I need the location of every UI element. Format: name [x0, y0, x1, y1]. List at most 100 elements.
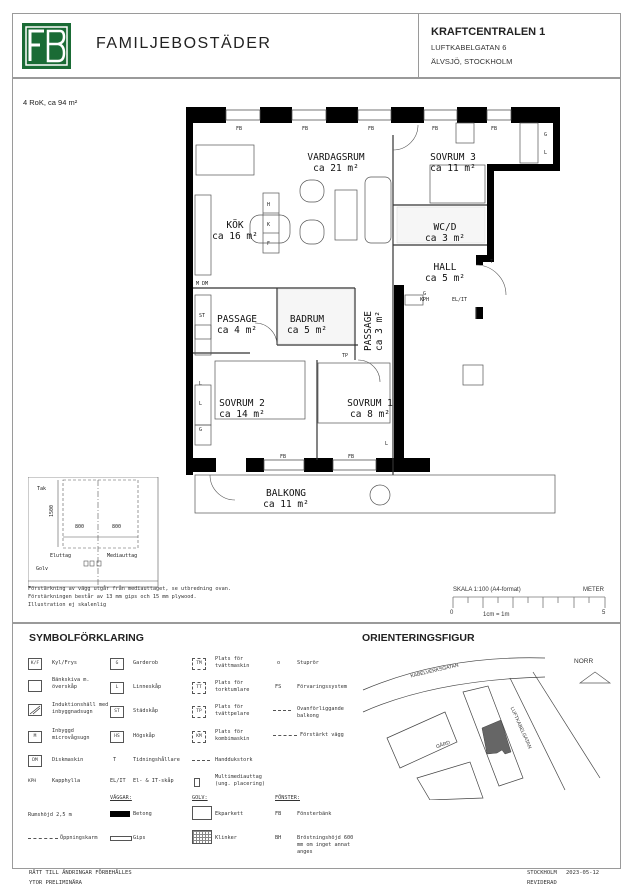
- legend-tvattpelare: Plats för tvättpelare: [215, 704, 250, 717]
- apartment-summary: 4 RoK, ca 94 m²: [23, 98, 78, 107]
- svg-text:EL/IT: EL/IT: [452, 297, 467, 303]
- legend-kombimaskin: Plats för kombimaskin: [215, 729, 250, 742]
- svg-text:TP: TP: [342, 353, 348, 359]
- legend-tvattmaskin: Plats för tvättmaskin: [215, 656, 250, 669]
- garderob-symbol: G: [110, 658, 124, 670]
- legend-tidningshallare: Tidningshållare: [133, 757, 180, 763]
- floorplan: FB FB FB FB FB FB FB G L H K F M DM ST L…: [186, 107, 560, 514]
- svg-text:L: L: [199, 381, 202, 387]
- wall-note-2: Förstärkningen består av 13 mm gips och …: [28, 594, 197, 600]
- address: LUFTKABELGATAN 6: [431, 43, 507, 52]
- orientation-map: [362, 657, 612, 800]
- legend-title: SYMBOLFÖRKLARING: [29, 632, 144, 644]
- svg-text:T: T: [490, 259, 493, 265]
- footer-date: 2023-05-12: [566, 870, 600, 876]
- floor-title: GOLV:: [192, 795, 208, 801]
- wall-width-right: 800: [112, 524, 122, 530]
- walls-title: VÄGGAR:: [110, 795, 132, 801]
- room-height: Rumshöjd 2,5 m: [28, 812, 72, 818]
- wall-height-label: 1500: [49, 504, 56, 518]
- eluttag-label: Eluttag: [50, 553, 72, 559]
- svg-text:F: F: [267, 241, 270, 247]
- svg-text:G: G: [423, 291, 426, 297]
- wall-golv-label: Golv: [36, 566, 49, 572]
- forstarkt-vagg-symbol: [273, 735, 297, 736]
- legend-kapphylla: Kapphylla: [52, 778, 81, 784]
- svg-text:FB: FB: [491, 126, 497, 132]
- svg-text:L: L: [199, 401, 202, 407]
- north-label: NORR: [574, 658, 594, 665]
- tvattpelare-symbol: TP: [192, 706, 206, 718]
- svg-text:FB: FB: [302, 126, 308, 132]
- handdukstork-symbol: [192, 760, 210, 761]
- kylfrys-symbol: K/F: [28, 658, 42, 670]
- wall-note-1: Förstärkning av vägg utgår från mediautt…: [28, 586, 232, 592]
- scale-start: 0: [450, 610, 454, 616]
- floor-klinker: Klinker: [215, 835, 237, 841]
- legend-diskmaskin: Diskmaskin: [52, 757, 84, 763]
- legend-multimedia: Multimediauttag (ung. placering): [215, 774, 265, 787]
- building-highlight: [481, 719, 512, 755]
- fb-logo-icon: [25, 26, 68, 66]
- hogskap-symbol: HS: [110, 731, 124, 743]
- wall-reinforcement-diagram: [28, 477, 159, 588]
- wall-note-3: Illustration ej skalenlig: [28, 602, 107, 608]
- legend-stupror: Stuprör: [297, 660, 319, 666]
- legend-stadskap: Städskåp: [133, 708, 158, 714]
- window-bh-label: Bröstningshöjd 600 mm om inget annat ang…: [297, 835, 354, 855]
- svg-text:K: K: [267, 222, 270, 228]
- scale-label: SKALA 1:100 (A4-format): [453, 587, 521, 593]
- torktumlare-symbol: TT: [192, 682, 206, 694]
- svg-text:KPH: KPH: [420, 297, 429, 303]
- floor-ekparkett: Ekparkett: [215, 811, 244, 817]
- tidningshallare-symbol: T: [113, 757, 117, 763]
- svg-text:L: L: [385, 441, 388, 447]
- linneskap-symbol: L: [110, 682, 124, 694]
- betong-swatch: [110, 811, 130, 817]
- balkong-line-symbol: [273, 710, 291, 711]
- legend-torktumlare: Plats för torktumlare: [215, 680, 250, 693]
- stupror-symbol: o: [277, 660, 281, 666]
- induktionshall-icon: [28, 704, 42, 716]
- fb-label: FB: [236, 126, 242, 132]
- legend-forstarkt-vagg: Förstärkt vägg: [300, 732, 344, 738]
- legend-kylfrys: Kyl/Frys: [52, 660, 77, 666]
- window-fb-label: Fönsterbänk: [297, 811, 332, 817]
- legend-elit: El- & IT-skåp: [133, 778, 174, 784]
- brand-logo: [22, 23, 71, 69]
- scale-ratio: 1cm = 1m: [483, 612, 510, 618]
- kombimaskin-symbol: KM: [192, 731, 206, 743]
- scale-unit: METER: [583, 587, 604, 593]
- elit-symbol: EL/IT: [110, 778, 126, 784]
- property-name: KRAFTCENTRALEN 1: [431, 26, 546, 38]
- bankskiva-symbol: [28, 680, 42, 692]
- forvaringssystem-symbol: FS: [275, 684, 282, 690]
- mediauttag-label: Mediauttag: [107, 553, 138, 559]
- scale-bar: [452, 596, 606, 608]
- footer-disclaimer-1: RÄTT TILL ÄNDRINGAR FÖRBEHÅLLES: [29, 870, 132, 876]
- svg-text:L: L: [544, 150, 547, 156]
- svg-text:FB: FB: [368, 126, 374, 132]
- header-frame: [12, 13, 621, 79]
- window-title: FÖNSTER:: [275, 795, 300, 801]
- wall-tak-label: Tak: [37, 486, 47, 492]
- diskmaskin-symbol: DM: [28, 755, 42, 767]
- gips-swatch: [110, 836, 132, 841]
- legend-garderob: Garderob: [133, 660, 158, 666]
- legend-frame: [12, 622, 621, 869]
- svg-text:M DM: M DM: [196, 281, 208, 287]
- svg-text:H: H: [267, 202, 270, 208]
- orientation-title: ORIENTERINGSFIGUR: [362, 632, 475, 644]
- legend-forvaringssystem: Förvaringssystem: [297, 684, 347, 690]
- brand-name: FAMILJEBOSTÄDER: [96, 35, 272, 52]
- opening-symbol: [28, 838, 58, 839]
